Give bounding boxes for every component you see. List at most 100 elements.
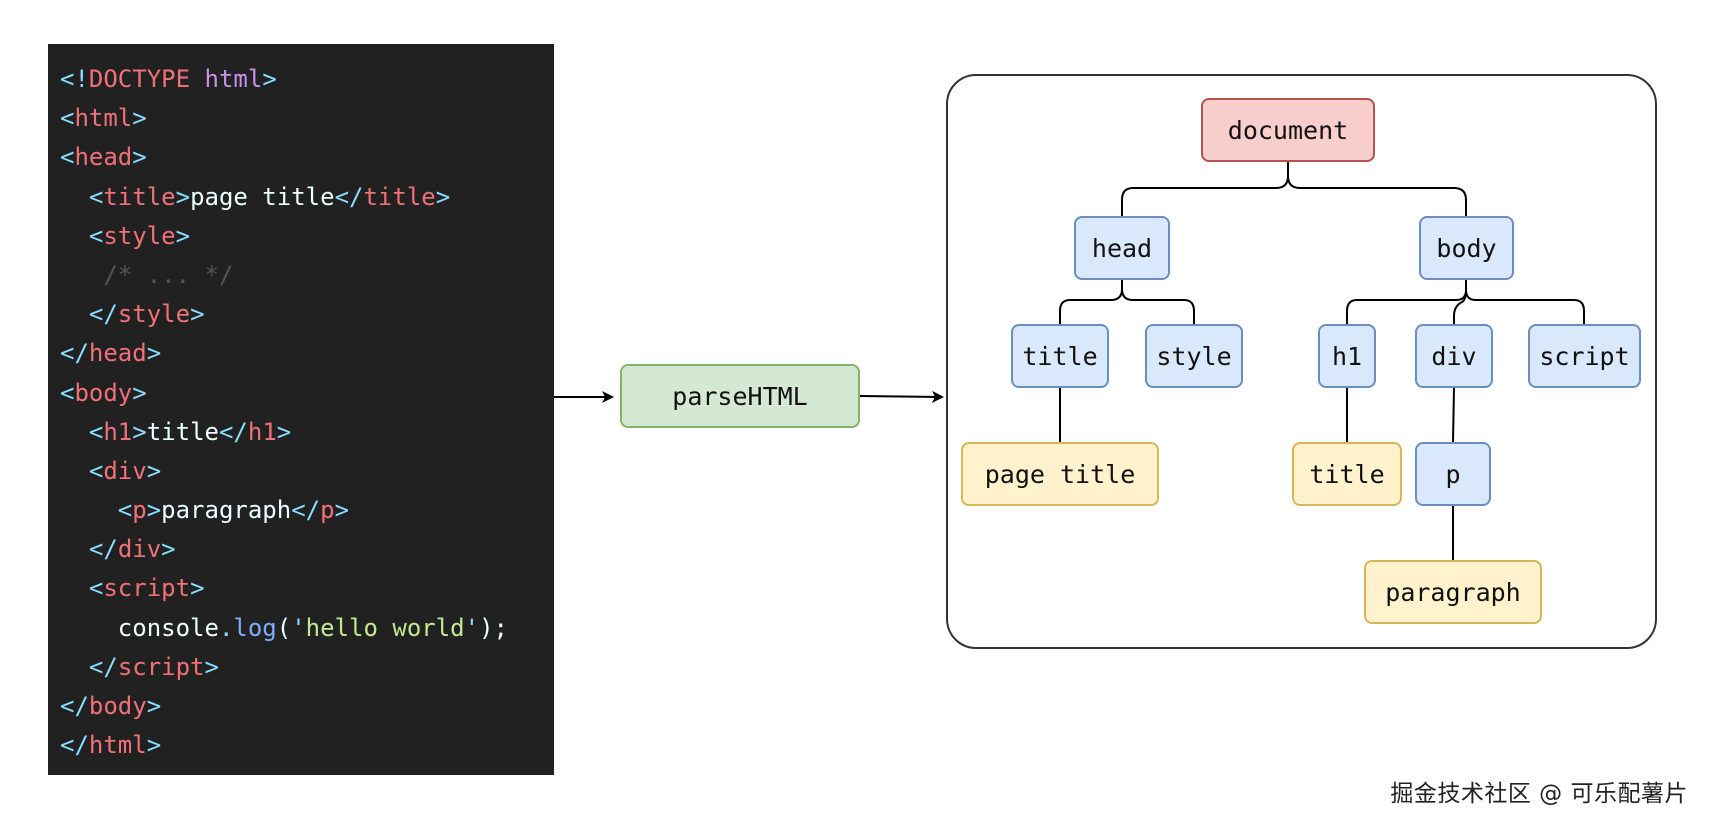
code-token: ); bbox=[479, 613, 508, 642]
code-line: <p>paragraph</p> bbox=[48, 491, 554, 530]
edge-div-p bbox=[1452, 387, 1455, 443]
code-token: <! bbox=[60, 65, 89, 93]
code-token: script bbox=[103, 574, 191, 603]
node-body: body bbox=[1419, 216, 1514, 280]
node-head-style: style bbox=[1145, 324, 1243, 388]
code-token: < bbox=[117, 496, 133, 525]
node-body-h1: h1 bbox=[1318, 324, 1376, 388]
code-token: > bbox=[146, 456, 162, 485]
code-token: div bbox=[117, 535, 162, 564]
node-body-script: script bbox=[1528, 324, 1641, 388]
code-line: </html> bbox=[48, 726, 554, 765]
code-token: > bbox=[276, 417, 292, 446]
code-line: <div> bbox=[48, 452, 554, 491]
code-line: <body> bbox=[48, 374, 554, 413]
code-token: > bbox=[190, 574, 205, 603]
code-token: > bbox=[146, 496, 162, 525]
node-head: head bbox=[1074, 216, 1170, 280]
code-token: style bbox=[117, 300, 191, 329]
code-token: > bbox=[146, 339, 162, 368]
code-token: < bbox=[88, 221, 104, 250]
code-token: hello world bbox=[305, 613, 465, 642]
code-token: h1 bbox=[247, 417, 277, 446]
code-line: <!DOCTYPE html> bbox=[48, 60, 554, 99]
code-line: <h1>title</h1> bbox=[48, 413, 554, 452]
node-body-script-label: script bbox=[1539, 341, 1630, 371]
code-token: </ bbox=[88, 652, 118, 681]
code-token: < bbox=[88, 574, 104, 603]
node-div-p: p bbox=[1415, 442, 1491, 506]
code-token: html bbox=[88, 731, 147, 760]
code-token: html bbox=[74, 104, 133, 133]
code-token: ( bbox=[276, 613, 292, 642]
code-token: </ bbox=[88, 535, 118, 564]
node-h1-text-label: title bbox=[1309, 459, 1385, 489]
code-token: paragraph bbox=[161, 496, 292, 525]
code-token: < bbox=[88, 417, 104, 446]
node-head-style-label: style bbox=[1156, 341, 1232, 371]
node-head-title: title bbox=[1011, 324, 1109, 388]
code-token: </ bbox=[60, 339, 89, 368]
code-token: p bbox=[320, 496, 335, 525]
code-token: > bbox=[262, 65, 277, 93]
code-token: title bbox=[146, 417, 219, 446]
code-token: script bbox=[117, 652, 205, 681]
node-head-title-label: title bbox=[1022, 341, 1098, 371]
node-document: document bbox=[1201, 98, 1375, 162]
node-title-text-label: page title bbox=[984, 459, 1136, 489]
code-token: head bbox=[74, 143, 133, 172]
edge-head-children bbox=[1059, 280, 1195, 324]
code-token: p bbox=[132, 496, 147, 525]
html-source-code-panel: <!DOCTYPE html><html><head> <title>page … bbox=[48, 44, 554, 775]
code-token: style bbox=[103, 221, 176, 250]
code-line: /* ... */ bbox=[48, 256, 554, 295]
code-token: > bbox=[334, 496, 350, 525]
code-token: . bbox=[218, 613, 234, 642]
code-token: < bbox=[88, 456, 104, 485]
node-h1-text: title bbox=[1292, 442, 1402, 506]
code-token: /* ... */ bbox=[103, 260, 234, 289]
edge-body-children bbox=[1346, 280, 1585, 324]
code-token: < bbox=[88, 182, 104, 211]
code-token: head bbox=[88, 339, 147, 368]
node-p-text: paragraph bbox=[1364, 560, 1542, 624]
code-token: < bbox=[60, 143, 75, 172]
code-token: </ bbox=[60, 731, 89, 760]
node-body-label: body bbox=[1436, 233, 1497, 263]
code-line: console.log('hello world'); bbox=[48, 609, 554, 648]
code-token: > bbox=[132, 417, 147, 446]
code-token: > bbox=[132, 143, 147, 172]
code-line: <title>page title</title> bbox=[48, 178, 554, 217]
code-token: body bbox=[88, 692, 147, 720]
code-token: </ bbox=[88, 300, 118, 329]
code-token: </ bbox=[60, 692, 89, 720]
node-body-div: div bbox=[1415, 324, 1493, 388]
node-head-label: head bbox=[1091, 233, 1153, 263]
code-token: > bbox=[204, 652, 219, 681]
code-token: > bbox=[435, 182, 451, 211]
code-token: < bbox=[60, 378, 75, 407]
node-title-text: page title bbox=[961, 442, 1159, 506]
code-token: > bbox=[132, 378, 147, 407]
code-token: body bbox=[74, 378, 133, 407]
node-div-p-label: p bbox=[1445, 459, 1461, 489]
code-line: </script> bbox=[48, 648, 554, 687]
code-token: ' bbox=[291, 613, 306, 642]
code-line: </head> bbox=[48, 334, 554, 373]
code-token: </ bbox=[334, 182, 364, 211]
code-token: > bbox=[146, 731, 162, 760]
code-token: < bbox=[60, 104, 75, 133]
code-token: div bbox=[103, 456, 147, 485]
code-token: > bbox=[175, 221, 191, 250]
parse-html-label: parseHTML bbox=[672, 381, 808, 411]
code-token: h1 bbox=[103, 417, 133, 446]
code-line: </body> bbox=[48, 687, 554, 726]
code-token: > bbox=[146, 692, 162, 720]
code-line: </style> bbox=[48, 295, 554, 334]
code-token: ' bbox=[464, 613, 480, 642]
code-token: title bbox=[363, 182, 436, 211]
parse-html-process-box: parseHTML bbox=[620, 364, 860, 428]
code-token: </ bbox=[218, 417, 248, 446]
arrow-parse-to-tree bbox=[859, 390, 944, 403]
